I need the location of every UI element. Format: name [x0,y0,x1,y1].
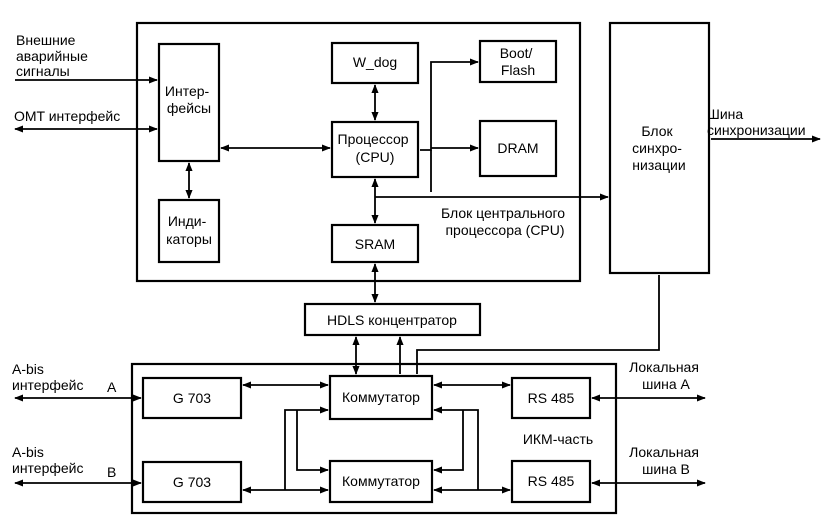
pcm-part-frame [130,362,618,515]
pcm-part-label: ИКМ-часть [523,431,593,447]
cpu-processor-block: Процессор (CPU) [330,120,420,179]
hdls-concentrator-block: HDLS концентратор [303,302,482,337]
rs485-b-block: RS 485 [510,459,592,504]
rs485-b-label: RS 485 [528,473,575,489]
cpu-label: Процессор (CPU) [338,131,413,165]
sram-block: SRAM [330,223,420,264]
switch-a-label: Коммутатор [342,389,420,405]
cpu-block-frame [135,21,582,283]
g703-b-block: G 703 [141,460,243,504]
port-a-label: A [107,379,117,395]
omt-interface-label: OMT интерфейс [14,108,120,124]
boot-flash-label: Boot/ Flash [500,45,537,78]
local-bus-b-label: Локальная шина В [629,444,703,477]
sync-to-pcm-link [416,275,660,374]
g703b-switcha-link [284,406,329,490]
cpu-block-caption: Блок центрального процессора (CPU) [441,205,569,238]
switch-b-block: Коммутатор [328,459,434,504]
wdog-block: W_dog [330,41,420,85]
sync-bus-label: Шина синхронизации [707,106,806,138]
g703-a-label: G 703 [173,390,211,406]
sram-label: SRAM [355,236,395,252]
abis-a-label: A-bis интерфейс [12,361,84,393]
rs485-a-block: RS 485 [510,376,592,420]
external-alarms-label: Внешние аварийные сигналы [16,32,92,79]
dram-label: DRAM [497,140,538,156]
switcha-switchb-right-link [433,410,464,474]
g703-a-block: G 703 [141,376,243,420]
g703-b-label: G 703 [173,474,211,490]
abis-b-label: A-bis интерфейс [12,444,84,476]
cpu-boot-flash-link [420,58,479,151]
wdog-label: W_dog [353,54,397,70]
dram-block: DRAM [478,119,558,178]
sync-block-label: Блок синхро- низации [632,123,686,173]
switcha-switchb-left-link [296,410,329,474]
switch-a-block: Коммутатор [328,374,434,421]
interfaces-block: Интер- фейсы [157,42,221,163]
rs485-a-label: RS 485 [528,390,575,406]
rs485b-switcha-link [433,406,479,490]
switch-b-label: Коммутатор [342,473,420,489]
sync-block: Блок синхро- низации [608,21,711,275]
hdls-label: HDLS концентратор [327,312,457,328]
indicators-block: Инди- каторы [157,198,221,264]
local-bus-a-label: Локальная шина А [629,359,703,392]
boot-flash-block: Boot/ Flash [478,39,558,84]
indicators-label: Инди- каторы [166,213,212,247]
interfaces-label: Интер- фейсы [165,83,213,116]
port-b-label: B [107,464,116,480]
